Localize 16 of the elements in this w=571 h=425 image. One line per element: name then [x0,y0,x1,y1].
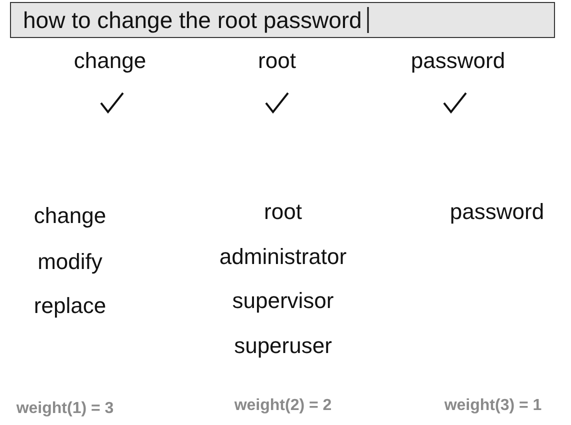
synonym-term: administrator [219,244,347,270]
query-term: password [410,48,506,74]
synonym-term: root [264,199,302,225]
weight-formula: weight(3) = 1 [444,397,542,415]
weight-formula: weight(1) = 3 [16,400,114,418]
synonym-term: password [450,199,544,225]
query-term: root [258,48,296,74]
synonym-term: modify [38,249,102,275]
search-query: how to change the root password [23,7,362,34]
search-field [10,2,555,38]
synonym-term: supervisor [232,288,334,314]
synonym-term: change [34,203,106,229]
synonym-term: superuser [234,333,332,359]
query-term: change [74,48,146,74]
synonym-term: replace [34,293,106,319]
weight-formula: weight(2) = 2 [234,397,332,415]
